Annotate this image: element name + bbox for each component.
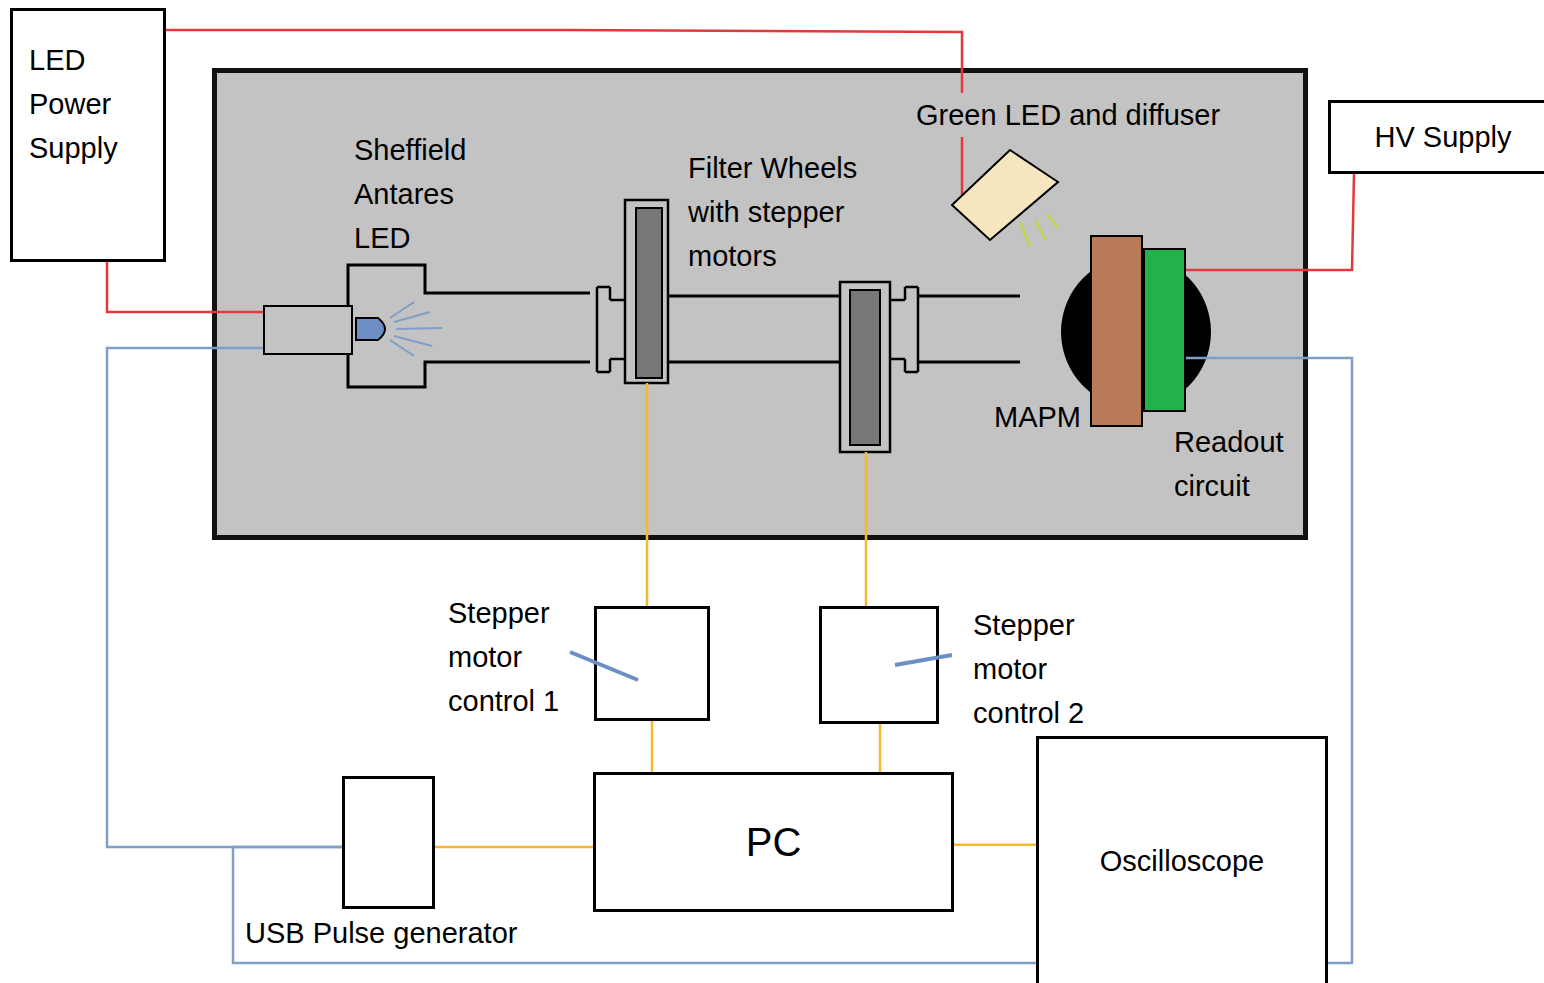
light-tube [918,296,1020,362]
cable [879,724,882,772]
light-tube [668,296,840,362]
motor-cable [647,383,866,606]
controller-box: Stepper motor control 2 [819,606,939,724]
led-driver: Sheffield Antares LED [263,305,353,355]
cable [435,846,593,849]
filter-wheel-housing [840,282,890,452]
readout-board: Readout circuit [1143,248,1186,412]
led-outline [950,148,1060,242]
controller-box: Stepper motor control 1 [594,606,710,721]
dark-box [215,71,1306,538]
part-label: Readout circuit [1174,420,1299,508]
part-label: LED Power Supply [29,38,159,170]
flange [890,287,918,372]
light-rays [390,302,442,356]
led-body [952,150,1058,240]
filter-wheel [850,290,880,445]
part-label: USB Pulse generator [245,915,517,951]
flange [597,287,625,372]
part-label: Oscilloscope [1039,839,1325,883]
cable [107,348,342,847]
filter-wheel [636,208,662,378]
light-rays [1020,214,1058,246]
led-bulb [356,318,385,340]
part-label: Sheffield Antares LED [354,128,504,260]
part-label: Filter Wheels with stepper motors [688,146,893,278]
part-label: Stepper motor control 2 [973,603,1123,735]
part-label: Green LED and diffuser [913,93,1223,137]
cable [1186,174,1354,270]
oscilloscope-box: Oscilloscope [1036,736,1328,983]
filter-wheel-housing [625,200,668,383]
cable [107,262,263,312]
led-housing [348,265,590,387]
cable [651,721,654,772]
part-label: HV Supply [1331,115,1544,159]
computer-box: PC [593,772,954,912]
power-supply-box: HV Supply [1328,100,1544,174]
part-label: PC [596,818,951,866]
part-label: MAPM [994,395,1081,439]
green-led: Green LED and diffuser [950,148,1060,242]
part-label: Stepper motor control 1 [448,591,593,723]
power-supply-box: LED Power Supply [10,8,166,262]
pulse-generator: USB Pulse generator [342,776,435,909]
mapm: MAPM [1090,235,1143,427]
cable [954,844,1036,847]
